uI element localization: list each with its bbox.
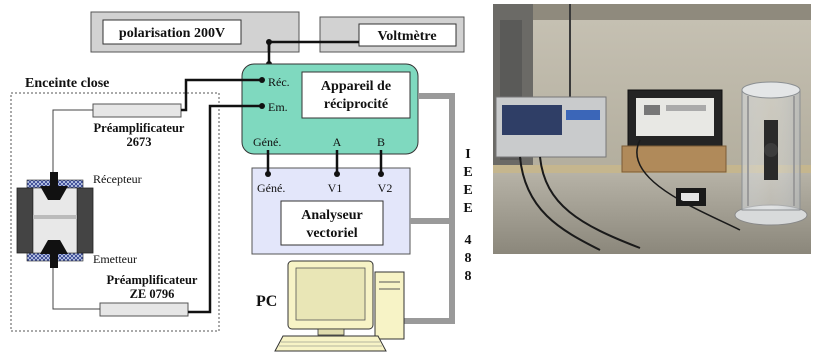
preamp2-body (99, 302, 189, 317)
ieee-label: I E E E 4 8 8 (463, 147, 472, 284)
polarisation-label-box (102, 19, 242, 45)
analyseur-line1: Analyseur (301, 208, 362, 223)
ieee-bus (404, 93, 455, 324)
port-rec-label: Réc. (268, 75, 290, 89)
enceinte-box (10, 92, 220, 332)
svg-text:E: E (463, 165, 472, 180)
cable-rec (181, 78, 262, 112)
svg-text:8: 8 (465, 251, 472, 266)
svg-text:E: E (463, 183, 472, 198)
svg-text:4: 4 (465, 233, 472, 248)
lab-photo (493, 4, 811, 254)
appareil-label-box (301, 71, 411, 119)
voltmetre-label-box (358, 23, 457, 47)
pc-label: PC (256, 293, 277, 310)
appareil-line1: Appareil de (321, 79, 391, 94)
analyseur-label-box (280, 200, 384, 246)
recepteur-label: Récepteur (93, 172, 142, 186)
preamp1-line1: Préamplificateur (94, 121, 185, 135)
polarisation-label: polarisation 200V (119, 26, 225, 41)
port-em-label: Em. (268, 100, 288, 114)
svg-text:I: I (465, 147, 470, 162)
port-a-label: A (333, 135, 342, 149)
cable-em (188, 104, 262, 314)
analyseur-port-v1: V1 (328, 181, 343, 195)
coupler-assembly (16, 172, 94, 268)
emetteur-label: Emetteur (93, 252, 137, 266)
enceinte-label: Enceinte close (25, 76, 109, 91)
port-gene-label: Géné. (253, 135, 281, 149)
analyseur-port-v2: V2 (378, 181, 393, 195)
preamp1-line2: 2673 (127, 135, 152, 149)
analyseur-port-gene: Géné. (257, 181, 285, 195)
pc-icon (274, 260, 405, 352)
svg-text:E: E (463, 201, 472, 216)
svg-text:8: 8 (465, 269, 472, 284)
preamp1-body (92, 103, 182, 118)
appareil-line2: réciprocité (324, 97, 388, 112)
block-diagram: polarisation 200V Voltmètre Enceinte clo… (10, 11, 473, 352)
voltmetre-label: Voltmètre (377, 29, 436, 44)
analyseur-line2: vectoriel (306, 226, 357, 241)
port-b-label: B (377, 135, 385, 149)
preamp2-line1: Préamplificateur (107, 273, 198, 287)
preamp2-line2: ZE 0796 (130, 287, 175, 301)
